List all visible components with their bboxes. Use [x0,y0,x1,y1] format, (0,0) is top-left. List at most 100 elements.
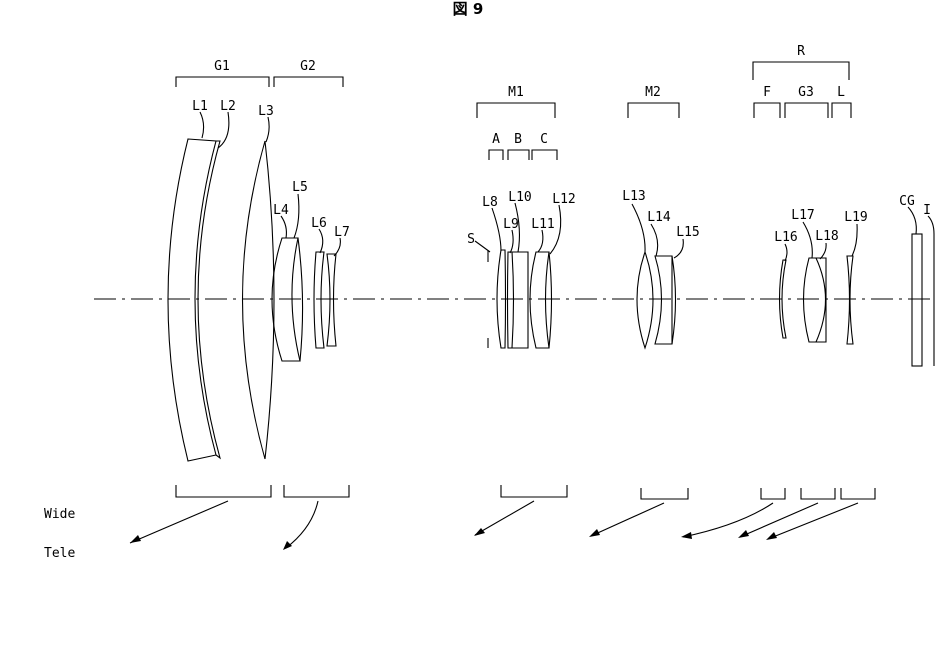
bracket-m1 [476,102,556,118]
lens-l19 [846,255,854,345]
lens-l13 [636,250,654,350]
lens-l11 [529,251,550,349]
label-l19: L19 [844,210,867,225]
move-bracket-g2 [283,485,350,498]
lens-l15 [671,255,677,345]
leader-l1 [199,111,205,139]
label-l5: L5 [292,180,308,195]
figure-title: 図 9 [453,0,484,18]
leader-l16 [784,243,788,262]
label-m2: M2 [645,85,661,100]
arrow-head-l [766,532,777,540]
leader-l8 [491,207,502,252]
label-c: C [540,132,548,147]
move-bracket-f [760,488,786,500]
label-l4: L4 [273,203,289,218]
leader-l9 [509,229,514,254]
lens-l2 [197,140,221,460]
arrow-head-m2 [589,529,600,537]
arrow-head-f [681,532,692,539]
bracket-g3 [784,102,829,118]
movement-arrows [129,500,859,550]
label-l18: L18 [815,229,838,244]
lens-l12 [548,251,553,349]
lens-l14 [654,255,673,345]
lens-l10 [512,251,529,349]
label-l10: L10 [508,190,531,205]
label-m1: M1 [508,85,524,100]
lens-l1 [167,138,217,462]
leader-l2 [217,111,230,149]
arrow-g2 [285,500,319,549]
label-l6: L6 [311,216,327,231]
bracket-f [753,102,781,118]
arrow-head-g3 [738,530,749,538]
leader-s [474,240,491,253]
lens-l3 [242,140,275,460]
arrow-head-g2 [283,541,292,550]
leader-l11 [537,229,544,253]
leader-l5 [293,193,300,239]
label-l3: L3 [258,104,274,119]
tele-label: Tele [44,546,75,561]
leader-l14 [650,223,659,257]
move-bracket-l [840,488,876,500]
bracket-b [507,149,530,160]
label-l2: L2 [220,99,236,114]
lens-l9 [506,251,515,349]
move-bracket-m1 [500,485,568,498]
lens-l18 [815,257,827,343]
arrow-head-m1 [474,528,485,536]
label-g3: G3 [798,85,814,100]
lens-l6 [313,251,325,349]
arrow-l [767,502,859,540]
label-stop: S [467,232,475,247]
bracket-l [831,102,852,118]
move-bracket-g3 [800,488,836,500]
label-g2: G2 [300,59,316,74]
wide-label: Wide [44,507,75,522]
leader-l7 [333,237,341,257]
label-l12: L12 [552,192,575,207]
label-l15: L15 [676,225,699,240]
bracket-m2 [627,102,680,118]
leader-i [927,215,935,235]
move-bracket-g1 [175,485,272,498]
leader-l10 [514,202,521,253]
leader-cg [907,206,917,235]
lens-l16 [778,259,787,339]
leader-l19 [851,223,858,257]
label-i: I [923,203,931,218]
label-l7: L7 [334,225,350,240]
arrow-m2 [590,502,665,537]
lens-l5 [297,237,304,362]
arrow-g1 [129,500,229,544]
label-a: A [492,132,500,147]
arrow-f [682,502,774,538]
label-l14: L14 [647,210,671,225]
lens-l8 [496,249,507,349]
leader-l18 [819,242,827,260]
leader-l13 [631,203,646,253]
cover-glass [911,233,923,367]
leader-l4 [280,215,287,239]
label-l1: L1 [192,99,208,114]
lens-l7 [326,253,337,347]
leader-l12 [549,204,562,255]
arrow-head-g1 [130,535,141,543]
label-l9: L9 [503,217,519,232]
bracket-r [752,61,850,80]
leader-l6 [318,228,324,254]
label-l11: L11 [531,217,554,232]
bracket-g2 [273,76,344,87]
arrow-g3 [739,502,819,538]
label-l17: L17 [791,208,814,223]
label-l: L [837,85,845,100]
move-bracket-m2 [640,488,689,500]
bracket-c [531,149,558,160]
leader-l17 [802,221,813,259]
label-b: B [514,132,522,147]
label-l16: L16 [774,230,797,245]
